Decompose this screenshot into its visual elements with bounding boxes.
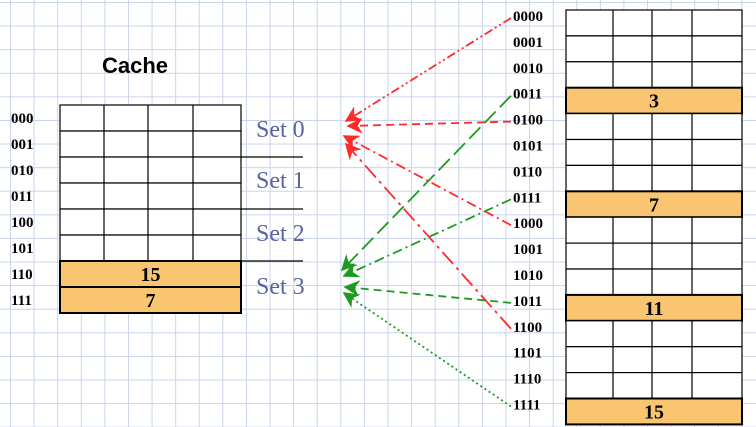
memory-block (565, 268, 743, 296)
memory-block (565, 320, 743, 348)
memory-block (565, 190, 743, 219)
set-label: Set 1 (256, 168, 305, 194)
memory-row (565, 9, 743, 37)
cache-line (59, 182, 242, 210)
memory-row (565, 346, 743, 374)
memory-address: 1111 (513, 398, 541, 414)
set-label: Set 2 (256, 221, 305, 247)
memory-address-labels: 0000 0001 0010 0011 0100 0101 0110 0111 1000 1001… (513, 9, 543, 414)
cache-row (59, 104, 242, 132)
memory-value: 3 (649, 91, 659, 113)
memory-block (565, 216, 743, 244)
memory-address: 1100 (513, 320, 542, 336)
cache-line (59, 260, 242, 288)
cache-row (59, 156, 242, 184)
cache-address: 010 (11, 163, 34, 179)
memory-block (565, 346, 743, 374)
memory-row: 15 (565, 397, 743, 426)
cache-line (59, 130, 242, 158)
memory-value: 15 (644, 402, 664, 424)
mapping-arrow (344, 142, 512, 330)
memory-row (565, 268, 743, 296)
memory-block (565, 242, 743, 270)
memory-block (565, 86, 743, 115)
memory-row: 11 (565, 293, 743, 322)
memory-block (565, 9, 743, 37)
memory-block (565, 372, 743, 400)
memory-row (565, 372, 743, 400)
memory-address: 0001 (513, 35, 543, 51)
cache-row (59, 182, 242, 210)
mapping-arrow (346, 117, 512, 134)
memory-address: 1001 (513, 242, 543, 258)
cache-address: 111 (11, 293, 32, 309)
memory-row (565, 112, 743, 141)
memory-address: 0100 (513, 113, 543, 129)
memory-block (565, 35, 743, 63)
cache-line (59, 156, 242, 184)
mapping-arrows (340, 17, 512, 408)
memory-value: 7 (649, 194, 659, 216)
cache-address-labels: 000 001 010 011 100 101 110 111 (11, 111, 34, 309)
memory-address: 0111 (513, 190, 541, 206)
memory-address: 1110 (513, 372, 541, 388)
memory-row: 3 (565, 86, 743, 115)
memory-address: 1010 (513, 268, 543, 284)
memory-address: 0011 (513, 87, 542, 103)
memory-row: 7 (565, 190, 743, 219)
cache-table: 157 (59, 104, 242, 314)
memory-row (565, 35, 743, 63)
cache-address: 110 (11, 267, 33, 283)
memory-row (565, 61, 743, 89)
cache-value: 15 (141, 264, 161, 286)
memory-value: 11 (645, 298, 664, 320)
cache-row: 15 (59, 260, 242, 288)
mapping-arrow (344, 17, 512, 122)
cache-row (59, 208, 242, 236)
memory-address: 1011 (513, 294, 542, 310)
memory-row (565, 216, 743, 244)
cache-title: Cache (102, 53, 168, 78)
memory-block (565, 112, 743, 141)
memory-block (565, 164, 743, 192)
memory-address: 0101 (513, 139, 543, 155)
mapping-arrow (342, 198, 512, 278)
cache-address: 001 (11, 137, 34, 153)
memory-block (565, 397, 743, 426)
cache-line (59, 234, 242, 262)
memory-block (565, 293, 743, 322)
cache-row (59, 130, 242, 158)
memory-block (565, 61, 743, 89)
memory-row (565, 164, 743, 192)
cache-value: 7 (146, 290, 156, 312)
mapping-arrow (343, 280, 512, 304)
cache-row: 7 (59, 286, 242, 314)
set-dividers (241, 156, 303, 262)
cache-address: 000 (11, 111, 34, 127)
memory-row (565, 138, 743, 166)
cache-address: 101 (11, 241, 34, 257)
cache-address: 011 (11, 189, 33, 205)
memory-block (565, 138, 743, 166)
set-label: Set 0 (256, 117, 305, 143)
memory-address: 1000 (513, 216, 543, 232)
memory-address: 1101 (513, 346, 542, 362)
set-labels: Set 0 Set 1 Set 2 Set 3 (256, 117, 305, 300)
mapping-arrow (340, 95, 512, 272)
mapping-arrow (342, 292, 512, 408)
memory-row (565, 242, 743, 270)
cache-line (59, 104, 242, 132)
cache-address: 100 (11, 215, 34, 231)
cache-line (59, 208, 242, 236)
memory-row (565, 320, 743, 348)
memory-address: 0110 (513, 164, 542, 180)
set-label: Set 3 (256, 274, 305, 300)
cache-row (59, 234, 242, 262)
memory-address: 0010 (513, 61, 543, 77)
cache-line (59, 286, 242, 314)
memory-address: 0000 (513, 9, 543, 25)
memory-table: 3 7 11 15 (565, 9, 743, 426)
